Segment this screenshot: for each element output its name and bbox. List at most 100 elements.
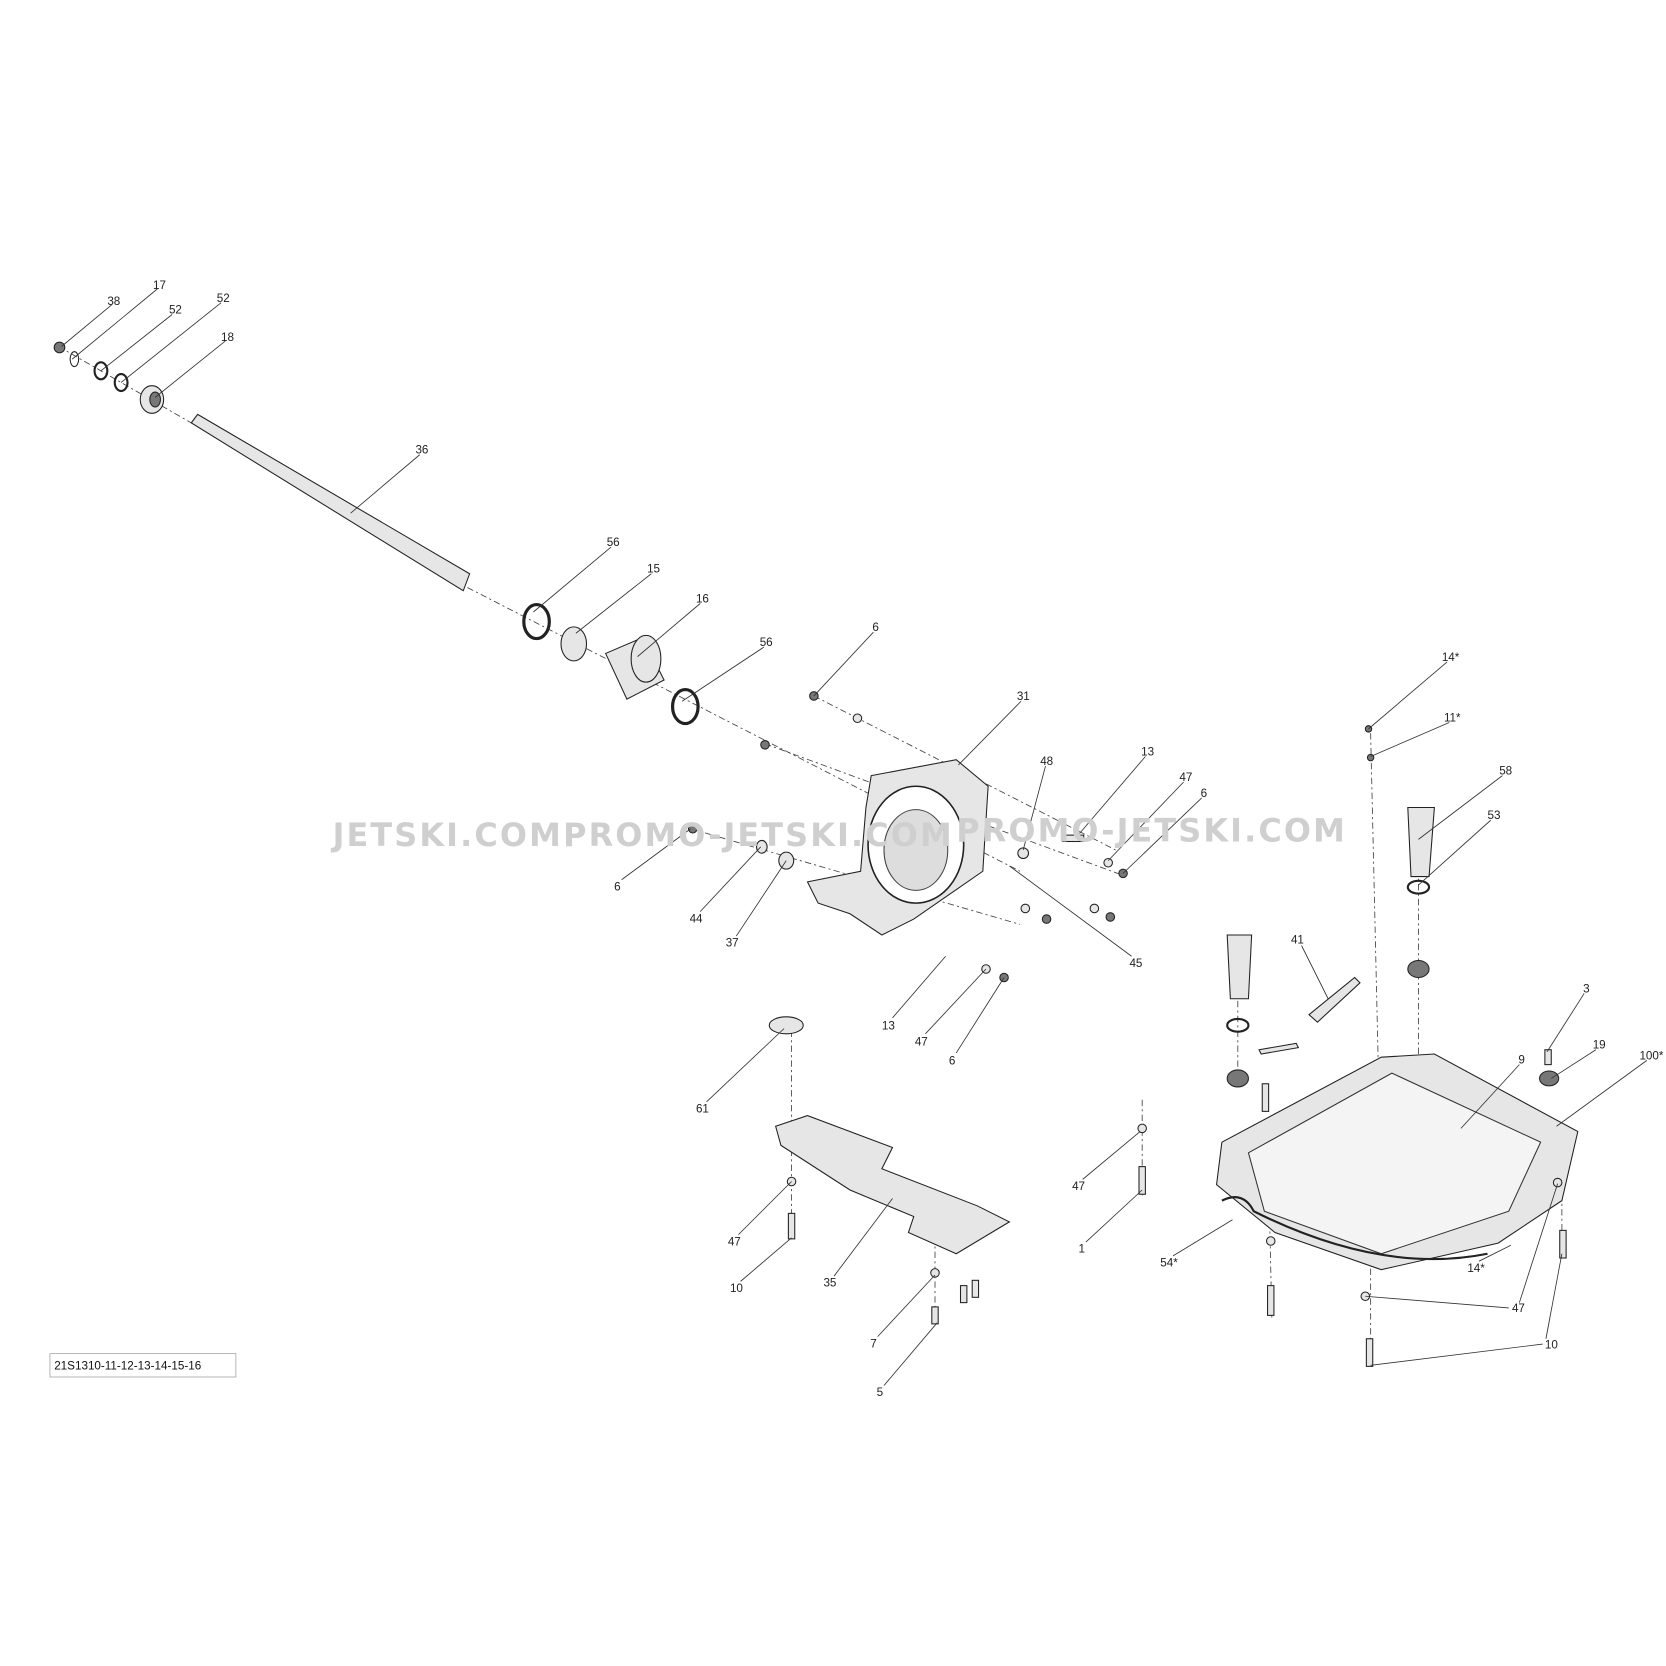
callout-label: 3	[1583, 982, 1590, 995]
callout-label: 48	[1040, 755, 1053, 768]
leader-line	[1370, 1343, 1543, 1366]
callout-label: 5	[877, 1386, 884, 1399]
leader-line	[1551, 1049, 1597, 1079]
callout-label: 14*	[1467, 1262, 1485, 1275]
leader-line	[1107, 781, 1184, 861]
callout-label: 38	[107, 295, 120, 308]
leader-line	[1022, 765, 1046, 851]
leader-line	[100, 314, 173, 372]
leader-line	[833, 1198, 893, 1277]
leader-line	[1556, 1060, 1648, 1127]
callout-label: 15	[647, 563, 660, 576]
leader-line	[1301, 945, 1329, 999]
watermark: JETSKI.COM PROMO-JETSKI.COM PROMO-JETSKI…	[331, 812, 1347, 854]
leader-line	[61, 304, 112, 347]
leader-line	[575, 573, 652, 634]
watermark-text: PROMO-JETSKI.COM	[956, 812, 1347, 850]
callout-label: 35	[823, 1277, 836, 1290]
leader-line	[71, 288, 158, 360]
leader-line	[706, 1028, 785, 1103]
callout-label: 31	[1017, 690, 1030, 703]
callout-label: 47	[1512, 1302, 1525, 1315]
leader-line	[1122, 797, 1202, 874]
leader-line	[1365, 1295, 1509, 1309]
leader-line	[883, 1322, 938, 1386]
callout-label: 1	[1078, 1243, 1085, 1256]
leader-line	[1009, 865, 1132, 957]
leader-line	[637, 603, 701, 657]
leader-line	[735, 860, 787, 937]
small-parts	[53, 341, 165, 414]
boot-and-clamps	[522, 602, 700, 726]
callout-label: 61	[696, 1102, 709, 1115]
callout-label: 41	[1291, 934, 1304, 947]
callout-label: 13	[1141, 745, 1154, 758]
ride-plate-support	[768, 1016, 1011, 1325]
pump-housing	[806, 759, 989, 936]
leader-line	[925, 968, 987, 1035]
callout-label: 47	[1179, 771, 1192, 784]
leader-line	[1460, 1064, 1520, 1129]
diagram-reference: 21S1310-11-12-13-14-15-16	[49, 1353, 237, 1378]
leader-line	[350, 454, 420, 514]
leader-line	[738, 1181, 792, 1235]
leader-line	[533, 546, 612, 613]
watermark-text: JETSKI.COM	[331, 816, 563, 854]
callout-label: 45	[1129, 957, 1142, 970]
leader-line	[1368, 661, 1448, 730]
drive-shaft	[190, 413, 471, 592]
leader-line	[813, 631, 874, 697]
leader-line	[1370, 722, 1450, 757]
leader-line	[621, 828, 691, 881]
callout-label: 10	[730, 1282, 743, 1295]
callout-label: 56	[607, 536, 620, 549]
leader-line	[1075, 756, 1146, 838]
callout-label: 56	[760, 636, 773, 649]
leader-line	[740, 1237, 792, 1282]
callout-label: 6	[614, 880, 621, 893]
callout-labels: 3817525218365615165663148134766443745134…	[107, 279, 1664, 1399]
callout-label: 10	[1545, 1338, 1558, 1351]
leader-line	[154, 340, 226, 398]
callout-label: 47	[915, 1036, 928, 1049]
leader-line	[120, 302, 222, 383]
callout-label: 6	[872, 621, 879, 634]
callout-label: 47	[1072, 1180, 1085, 1193]
leader-line	[1418, 819, 1491, 886]
callout-label: 14*	[1442, 651, 1460, 664]
callout-label: 6	[949, 1055, 956, 1068]
callout-label: 52	[169, 303, 182, 316]
callout-label: 7	[870, 1337, 877, 1350]
callout-label: 17	[153, 279, 166, 292]
callout-label: 16	[696, 592, 709, 605]
callout-label: 6	[1201, 787, 1208, 800]
callout-label: 36	[415, 444, 428, 457]
callout-label: 100*	[1639, 1049, 1663, 1062]
leader-line	[1518, 1183, 1559, 1303]
callout-label: 9	[1518, 1054, 1525, 1067]
callout-label: 52	[217, 292, 230, 305]
leader-lines	[61, 288, 1648, 1386]
diagram-reference-text: 21S1310-11-12-13-14-15-16	[54, 1360, 201, 1373]
leader-line	[1545, 1253, 1563, 1339]
callout-label: 13	[882, 1020, 895, 1033]
callout-label: 58	[1499, 765, 1512, 778]
callout-label: 47	[728, 1235, 741, 1248]
callout-label: 19	[1593, 1039, 1606, 1052]
callout-label: 37	[726, 937, 739, 950]
leader-line	[955, 977, 1005, 1054]
callout-label: 53	[1488, 809, 1501, 822]
callout-label: 44	[690, 912, 703, 925]
leader-line	[1085, 1189, 1143, 1243]
leader-line	[681, 646, 765, 702]
leader-line	[877, 1274, 936, 1337]
leader-line	[1418, 775, 1503, 840]
ride-plate	[1137, 725, 1579, 1367]
callout-label: 11*	[1444, 711, 1461, 724]
watermark-text: PROMO-JETSKI.COM	[563, 816, 954, 854]
leader-line	[958, 700, 1022, 766]
leader-line	[1082, 1131, 1141, 1180]
callout-label: 54*	[1160, 1257, 1178, 1270]
